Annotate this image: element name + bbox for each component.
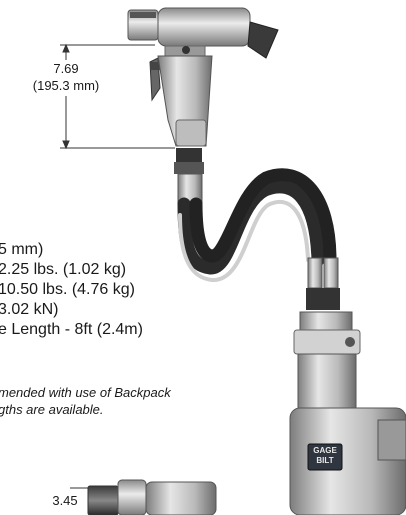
notes: mended with use of Backpack gths are ava… bbox=[0, 384, 171, 418]
height-dimension-label: 7.69 (195.3 mm) bbox=[4, 60, 128, 94]
note-line-2: gths are available. bbox=[0, 402, 104, 417]
brand-logo: GAGE BILT bbox=[308, 446, 342, 466]
height-dimension-mm: (195.3 mm) bbox=[32, 78, 100, 93]
spec-line-3: 10.50 lbs. (4.76 kg) bbox=[0, 281, 135, 298]
spec-line-5: e Length - 8ft (2.4m) bbox=[0, 321, 143, 338]
spec-list: 5 mm) 2.25 lbs. (1.02 kg) 10.50 lbs. (4.… bbox=[0, 240, 143, 340]
air-hoses bbox=[177, 168, 337, 283]
height-dimension-line bbox=[60, 43, 175, 150]
spec-line-4: 3.02 kN) bbox=[0, 301, 59, 318]
height-dimension-inches: 7.69 bbox=[53, 61, 79, 76]
lower-fittings bbox=[306, 257, 340, 310]
top-rivet-tool-icon bbox=[127, 7, 279, 205]
small-dimension-label: 3.45 bbox=[52, 493, 78, 508]
compact-rivet-tool-icon bbox=[70, 479, 217, 515]
brand-logo-line2: BILT bbox=[316, 456, 334, 465]
spec-line-1: 5 mm) bbox=[0, 241, 44, 258]
power-unit-icon bbox=[289, 311, 406, 515]
note-line-1: mended with use of Backpack bbox=[0, 385, 171, 400]
spec-line-2: 2.25 lbs. (1.02 kg) bbox=[0, 261, 127, 278]
brand-logo-line1: GAGE bbox=[313, 446, 337, 455]
